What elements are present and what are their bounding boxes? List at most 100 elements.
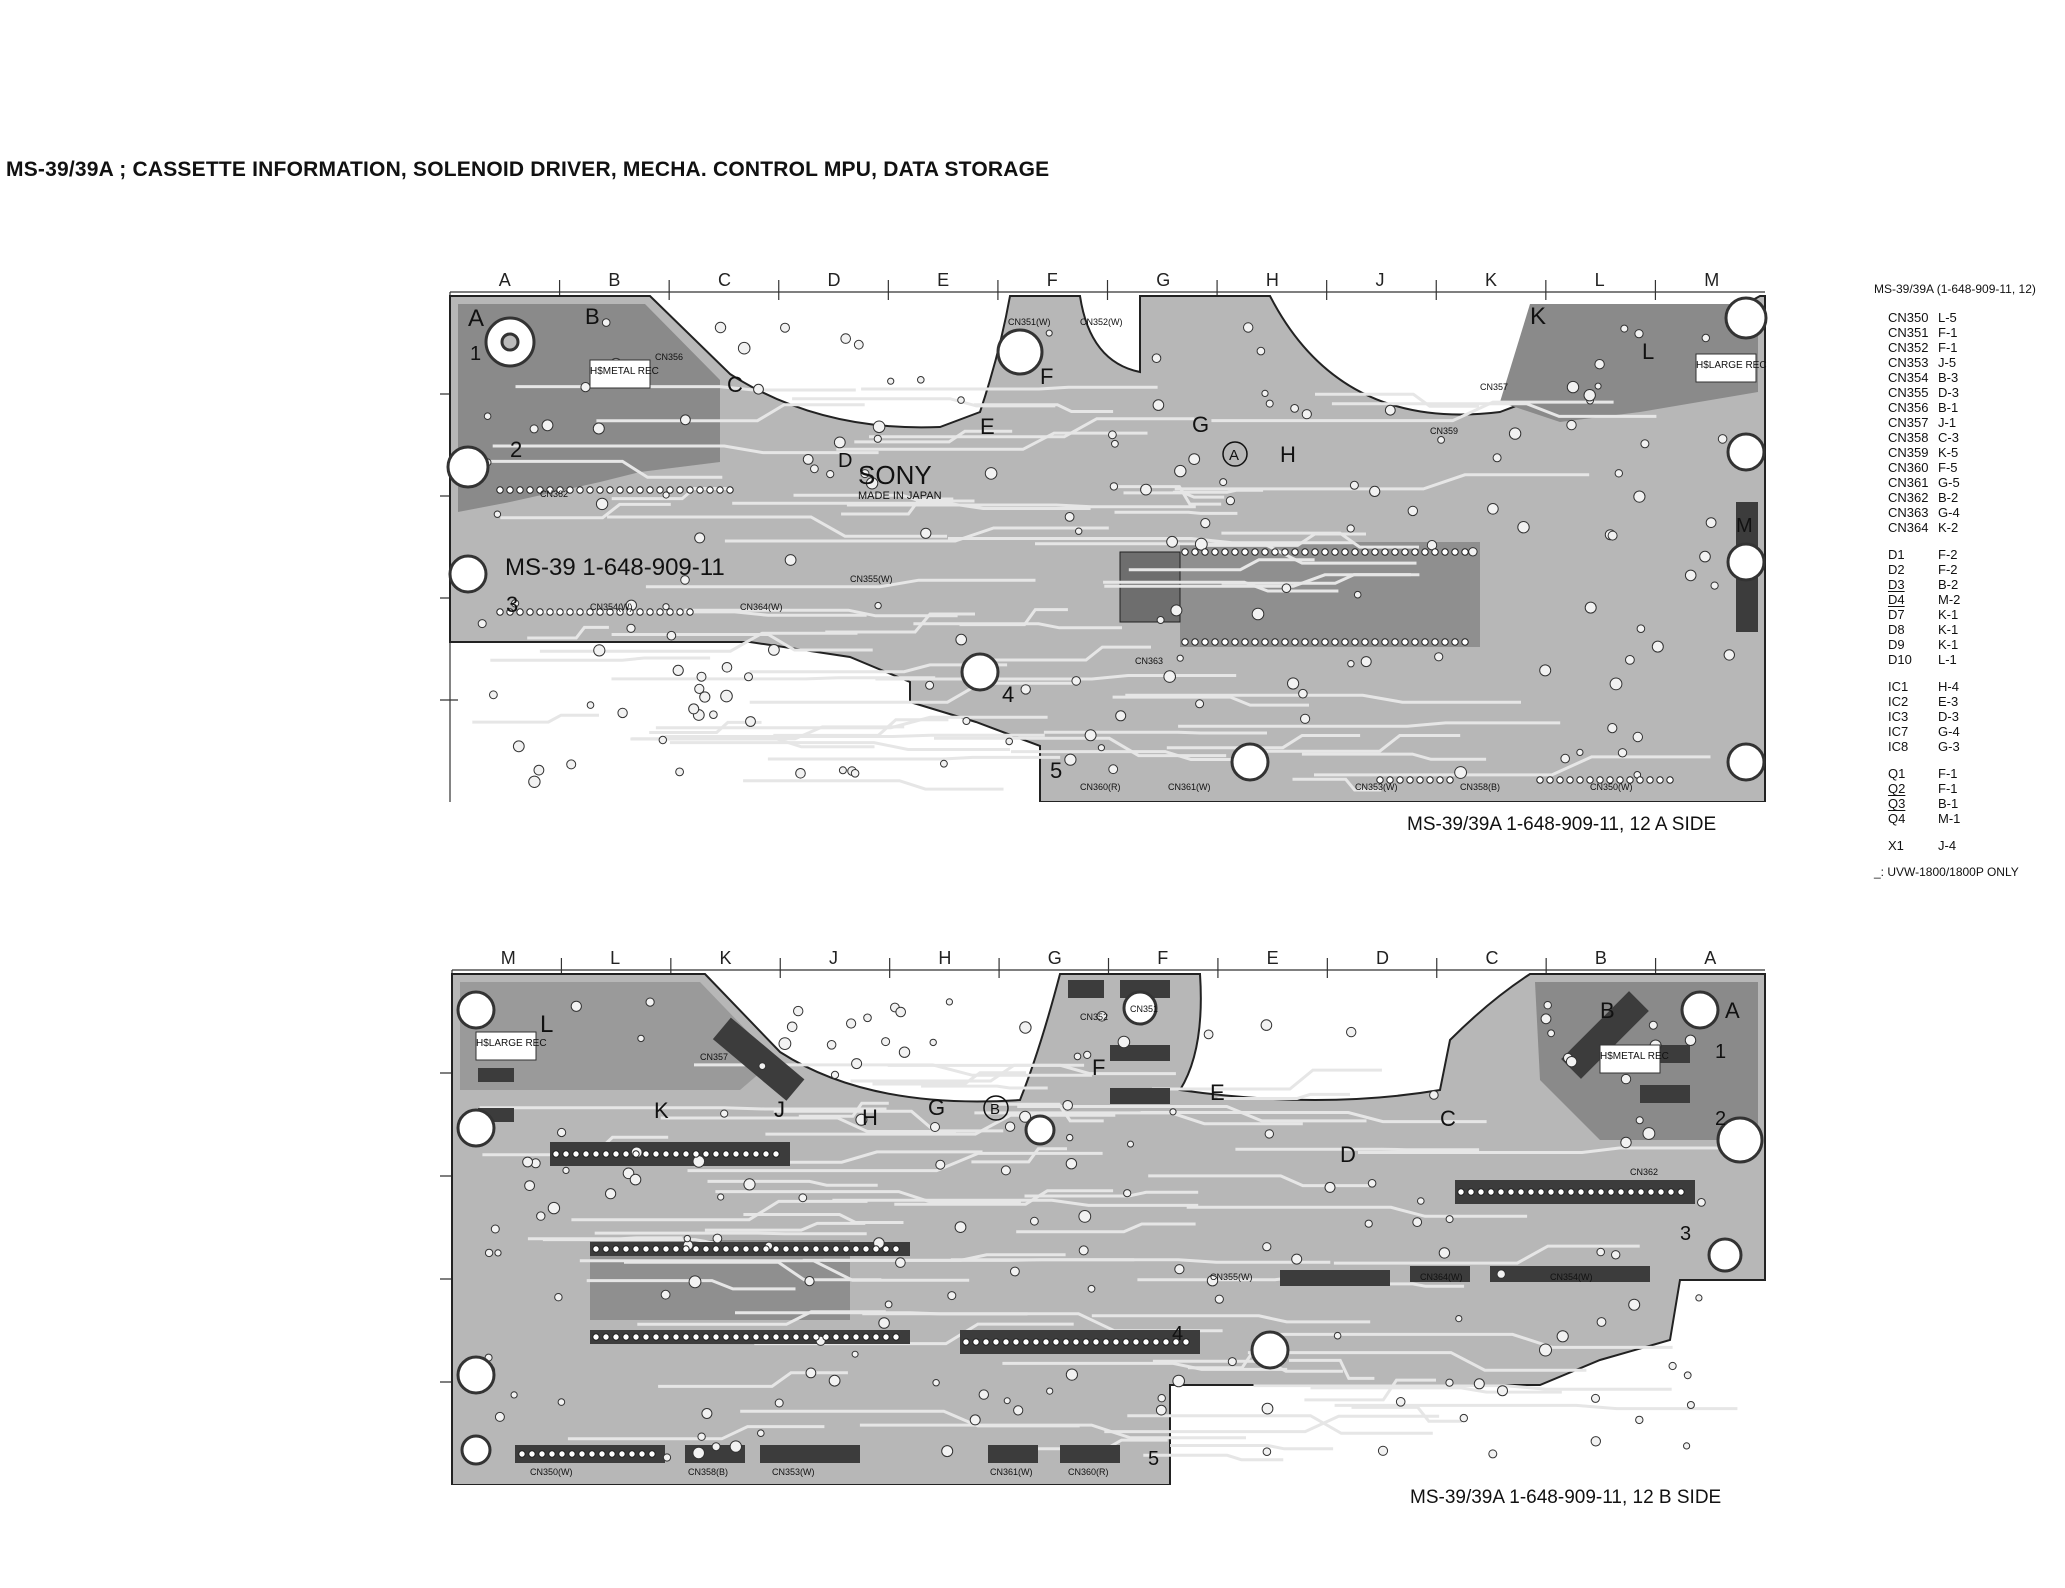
pin-pad (1112, 1338, 1120, 1346)
solder-pad (1377, 1445, 1389, 1456)
solder-pad (1174, 464, 1187, 478)
b-side-connector-bars (478, 980, 1695, 1463)
trace (793, 493, 975, 503)
pin-pad (1457, 1188, 1465, 1196)
pin-pad (1022, 1338, 1030, 1346)
legend-loc: F-2 (1938, 562, 1958, 577)
b-sticker-metal: H$METAL REC (1599, 1044, 1669, 1074)
trace (724, 526, 1109, 543)
solder-pad (557, 1398, 566, 1406)
solder-pad (840, 333, 852, 344)
trace (611, 633, 873, 652)
pin-pad (1361, 638, 1369, 646)
legend-ref: CN360 (1888, 460, 1929, 475)
b-zone-3: 3 (1680, 1223, 1691, 1245)
pin-pad (686, 486, 694, 494)
pin-pad (1251, 638, 1259, 646)
pin-pad (1441, 548, 1449, 556)
solder-pad (680, 414, 691, 426)
pin-pad (596, 486, 604, 494)
grid-column-label: K (1485, 270, 1497, 290)
legend-loc: B-2 (1938, 490, 1959, 505)
grid-column-label: D (828, 270, 841, 290)
trace (1140, 1111, 1487, 1124)
pin-pad (1396, 776, 1404, 784)
legend-ref: D8 (1888, 622, 1905, 637)
pin-pad (506, 486, 514, 494)
legend-loc: F-2 (1938, 547, 1958, 562)
trace (841, 497, 954, 516)
solder-pad (1668, 1361, 1677, 1371)
solder-pad (1607, 723, 1618, 734)
svg-text:H$METAL REC: H$METAL REC (1600, 1051, 1669, 1062)
pin-pad (662, 1150, 670, 1158)
trace (1043, 730, 1267, 735)
solder-pad (1369, 485, 1381, 497)
a-cn360: CN360(R) (1080, 782, 1121, 792)
trace (658, 1371, 848, 1388)
solder-pad (1333, 1331, 1342, 1340)
pin-pad (636, 486, 644, 494)
legend-loc: E-3 (1938, 694, 1959, 709)
solder-pad (1291, 1253, 1303, 1265)
pin-pad (752, 1333, 760, 1341)
pin-pad (1082, 1338, 1090, 1346)
trace (1174, 473, 1590, 491)
solder-pad (1628, 1298, 1641, 1311)
solder-pad (1013, 1405, 1024, 1416)
grid-column-label: B (1595, 948, 1607, 968)
a-cn361: CN361(W) (1168, 782, 1211, 792)
solder-pad (895, 1257, 906, 1268)
trace (825, 612, 975, 634)
solder-pad (605, 1188, 617, 1200)
pin-pad (1637, 1188, 1645, 1196)
legend-loc: K-1 (1938, 607, 1959, 622)
trace (1195, 532, 1366, 547)
legend-ref: CN361 (1888, 475, 1929, 490)
pin-pad (572, 1150, 580, 1158)
solder-pad (1287, 677, 1300, 690)
pin-pad (516, 486, 524, 494)
legend-ref: D4 (1888, 592, 1905, 607)
solder-pad (1517, 521, 1530, 534)
legend-ref: IC8 (1888, 739, 1909, 754)
grid-column-label: A (499, 270, 511, 290)
pin-pad (1341, 638, 1349, 646)
solder-pad (1634, 329, 1644, 339)
pin-pad (586, 608, 594, 616)
solder-pad (1062, 1100, 1074, 1111)
solder-pad (874, 601, 882, 610)
pin-pad (1391, 548, 1399, 556)
pin-pad (1477, 1188, 1485, 1196)
solder-pad (595, 497, 609, 511)
pin-pad (682, 1333, 690, 1341)
pin-pad (1597, 1188, 1605, 1196)
solder-pad (1265, 399, 1274, 408)
pin-pad (582, 1150, 590, 1158)
pin-pad (1556, 776, 1564, 784)
trace (1123, 491, 1225, 499)
pin-pad (1291, 548, 1299, 556)
legend-ref: CN356 (1888, 400, 1929, 415)
solder-pad (786, 1021, 798, 1033)
a-cn356: CN356 (655, 352, 683, 362)
legend-loc: L-5 (1938, 310, 1957, 325)
solder-pad (1219, 478, 1228, 487)
pin-pad (1431, 548, 1439, 556)
pin-pad (1536, 776, 1544, 784)
pin-pad (612, 1245, 620, 1253)
pin-pad (528, 1450, 536, 1458)
trace (1143, 1453, 1284, 1462)
pin-pad (1301, 638, 1309, 646)
solder-pad (489, 690, 498, 700)
legend-loc: K-1 (1938, 622, 1959, 637)
solder-pad (1324, 1181, 1336, 1193)
